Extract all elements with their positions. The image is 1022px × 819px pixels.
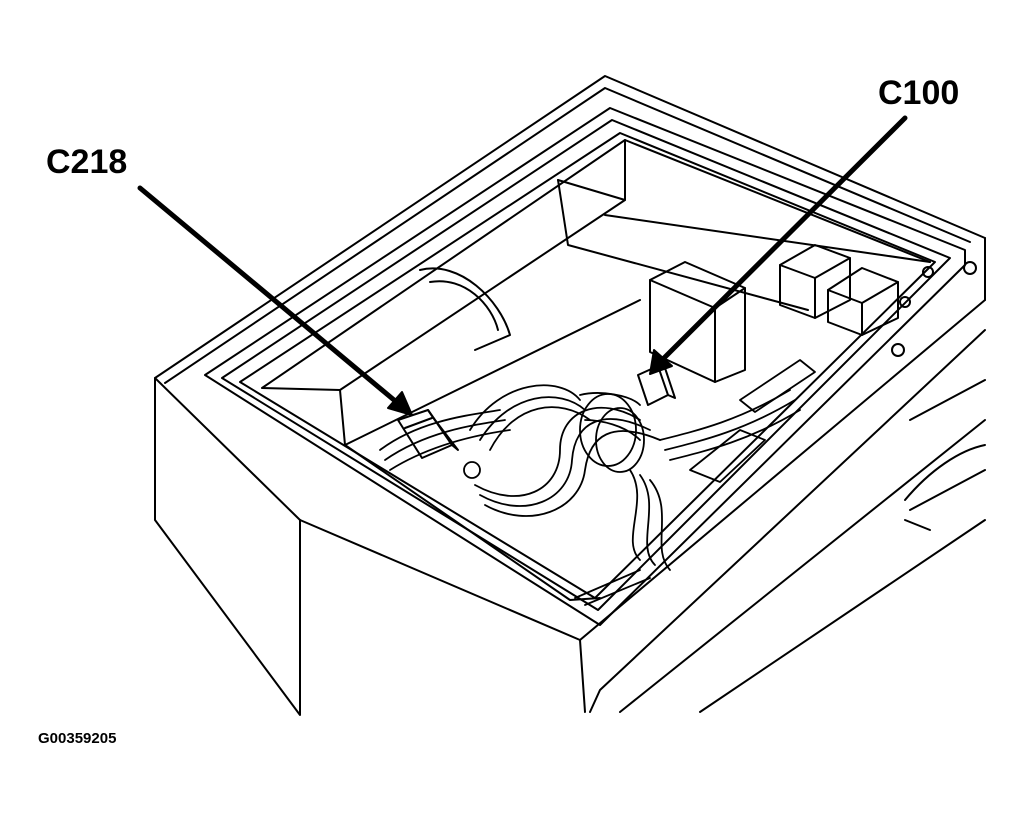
housing-outline bbox=[154, 75, 986, 716]
c100-leader-arrow bbox=[649, 115, 908, 375]
right-side-detail bbox=[904, 379, 986, 531]
c218-connector bbox=[397, 409, 459, 459]
figure-id-label: G00359205 bbox=[38, 730, 117, 747]
left-recess bbox=[419, 267, 511, 351]
c100-callout-label: C100 bbox=[878, 74, 960, 112]
tray-opening-rim bbox=[204, 107, 966, 626]
wiring-harness bbox=[379, 359, 816, 606]
c218-callout-label: C218 bbox=[46, 143, 128, 181]
relay-blocks bbox=[779, 244, 977, 357]
c218-leader-arrow bbox=[137, 185, 413, 416]
inner-walls bbox=[261, 139, 931, 601]
